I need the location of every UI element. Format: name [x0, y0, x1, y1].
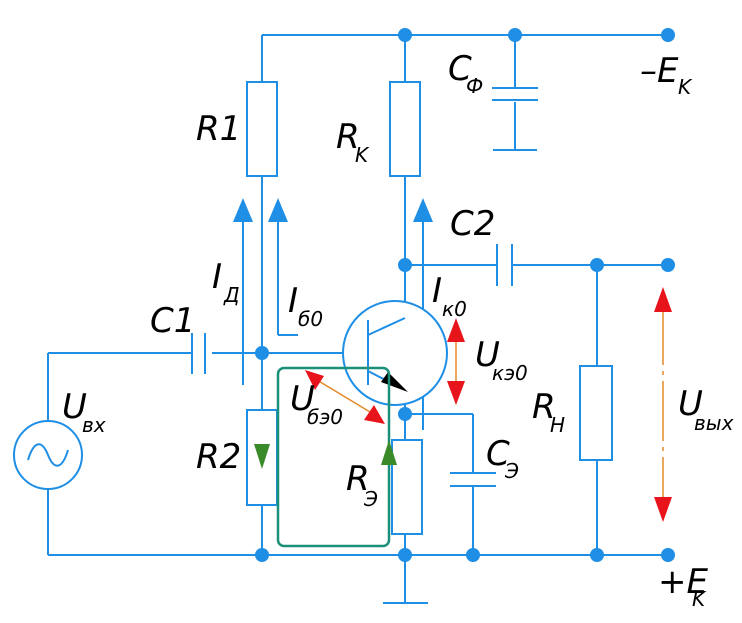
- label-ek-bottom-sub: K: [692, 587, 707, 611]
- label-c2: C2: [450, 204, 495, 244]
- label-ek-top-sub: K: [678, 75, 693, 99]
- label-ik0-sub: к0: [442, 297, 467, 321]
- capacitor-ce: [450, 472, 496, 487]
- loop-path: [254, 366, 397, 548]
- label-id: I: [212, 257, 222, 297]
- loop-arrow-left: [254, 444, 270, 469]
- voltage-uke0: [447, 318, 465, 405]
- voltage-ube0: [305, 370, 385, 424]
- capacitor-c2: [496, 244, 513, 286]
- label-c1: C1: [150, 301, 195, 341]
- label-ce: C: [486, 434, 510, 474]
- voltage-uvyx: [654, 287, 672, 522]
- arrow-id: [233, 198, 253, 222]
- loop-arrow-right: [381, 440, 397, 465]
- label-ce-sub: Э: [504, 459, 519, 483]
- ac-source: [13, 420, 83, 490]
- label-rn-sub: Н: [550, 413, 565, 437]
- label-ik0: I: [432, 271, 442, 311]
- label-id-sub: Д: [223, 283, 240, 307]
- label-cf: C: [448, 49, 472, 89]
- label-re: R: [346, 459, 370, 499]
- arrow-ik0: [413, 198, 433, 222]
- label-rk: R: [336, 117, 360, 157]
- resistor-r1: [246, 81, 278, 177]
- label-uvx-sub: вх: [82, 413, 106, 437]
- label-ube0-sub: бэ0: [307, 405, 343, 429]
- label-r2: R2: [196, 437, 241, 477]
- label-rk-sub: K: [355, 143, 370, 167]
- label-ib0-sub: б0: [298, 307, 323, 331]
- transistor: [342, 300, 448, 406]
- label-ek-top: –E: [640, 51, 679, 91]
- resistor-rn: [579, 365, 613, 461]
- label-rn: R: [532, 387, 556, 427]
- label-uvyx-sub: вых: [694, 411, 734, 435]
- label-cf-sub: Ф: [466, 74, 483, 98]
- label-ube0: U: [290, 379, 315, 419]
- label-uvx: U: [62, 387, 87, 427]
- label-ek-bottom: +E: [658, 562, 708, 602]
- label-re-sub: Э: [363, 487, 378, 511]
- label-r1: R1: [196, 109, 241, 149]
- nodes: [255, 28, 675, 562]
- capacitor-cf: [492, 87, 538, 151]
- arrow-ib0: [268, 198, 288, 222]
- label-uvyx: U: [678, 384, 703, 424]
- label-uke0: U: [475, 335, 500, 375]
- resistor-rk: [389, 81, 421, 177]
- label-ib0: I: [288, 281, 298, 321]
- resistor-re: [391, 439, 423, 535]
- capacitor-c1: [191, 333, 206, 374]
- label-uke0-sub: кэ0: [492, 361, 528, 385]
